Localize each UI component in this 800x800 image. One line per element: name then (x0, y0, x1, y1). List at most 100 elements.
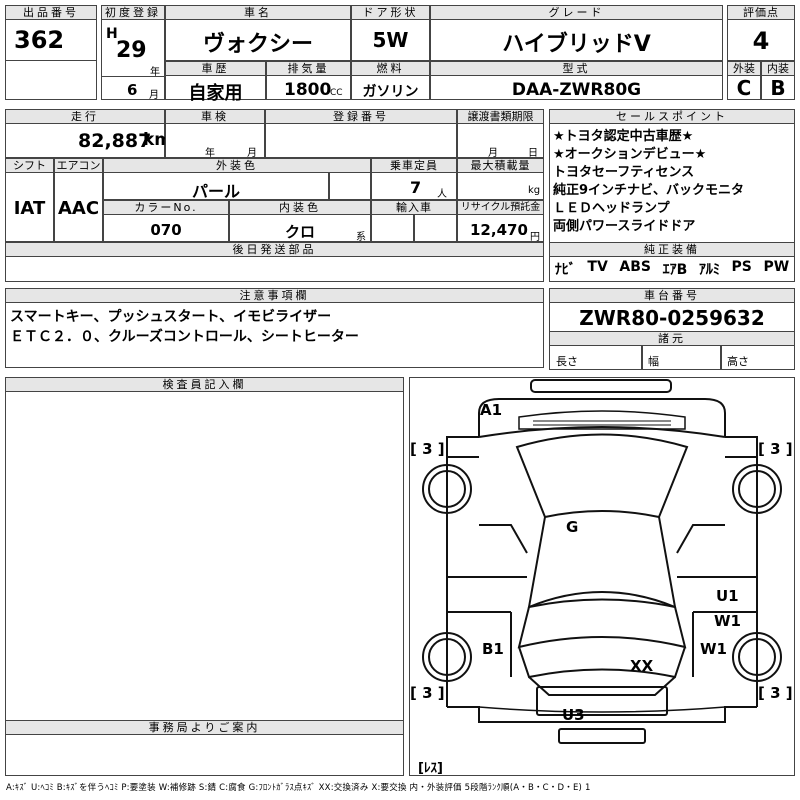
registration-number-label: 登録番号 (265, 109, 457, 124)
damage-mark-w1-right-door: W1 (714, 612, 741, 630)
grade: ハイブリッドV (502, 32, 651, 57)
import-cell-b (414, 215, 457, 242)
sales-point-line: トヨタセーフティセンス (553, 165, 695, 180)
exterior-grade: C (736, 76, 752, 100)
displacement: 1800 (284, 80, 332, 100)
mileage: 82,887 (78, 130, 152, 152)
registration-year: 29 (116, 38, 147, 63)
damage-mark-w1-right-rear: W1 (700, 640, 727, 658)
sales-point-label: セールスポイント (549, 109, 795, 124)
inspection-cell (165, 124, 265, 158)
sales-point-line: ★オークションデビュー★ (553, 147, 707, 162)
width-cell (642, 346, 721, 370)
sales-point-line: ★トヨタ認定中古車歴★ (553, 129, 694, 144)
mileage-unit: km (143, 130, 173, 150)
recycle-fee: 12,470 (470, 221, 528, 239)
grade-label: グレード (430, 5, 723, 20)
capacity-label: 乗車定員 (371, 158, 457, 173)
divider (101, 76, 165, 77)
notes-line: ＥＴＣ２．０、クルーズコントロール、シートヒーター (10, 329, 359, 345)
inspection-month-unit: 月 (247, 148, 257, 159)
equip-abs: ABS (619, 259, 651, 275)
lot-number-box (5, 5, 97, 100)
damage-mark-u3: U3 (562, 706, 585, 724)
interior-grade: B (770, 76, 786, 100)
standard-equipment-list: ﾅﾋﾞ TV ABS ｴｱB ｱﾙﾐ PS PW (549, 259, 795, 279)
era: H (106, 26, 118, 42)
history: 自家用 (188, 83, 243, 104)
interior-color-unit: 系 (356, 232, 366, 243)
door-label: ドア形状 (351, 5, 430, 20)
sales-point-list: ★トヨタ認定中古車歴★ ★オークションデビュー★ トヨタセーフティセンス 純正9… (553, 128, 744, 236)
capacity-unit: 人 (437, 189, 447, 200)
ac-cell (54, 173, 103, 242)
shift-cell (5, 173, 54, 242)
score-label: 評価点 (727, 5, 795, 20)
office-notice-label: 事務局よりご案内 (5, 720, 404, 735)
equip-pw: PW (763, 259, 790, 275)
capacity-cell (371, 173, 457, 200)
shift-label: シフト (5, 158, 54, 173)
car-name-label: 車名 (165, 5, 351, 20)
height-cell (721, 346, 795, 370)
damage-mark-b1: B1 (482, 640, 504, 658)
tire-depth-rear-left: [ 3 ] (410, 684, 445, 702)
sales-point-line: 両側パワースライドドア (553, 219, 696, 234)
transfer-deadline-cell (457, 124, 544, 158)
interior-color-label: 内装色 (229, 200, 371, 215)
exterior-color-label: 外装色 (103, 158, 371, 173)
fuel-label: 燃料 (351, 61, 430, 76)
registration-number-cell (265, 124, 457, 158)
damage-mark-xx: XX (630, 657, 654, 675)
damage-legend: A:ｷｽﾞ U:ﾍｺﾐ B:ｷｽﾞを伴うﾍｺﾐ P:要塗装 W:補修跡 S:錆 … (6, 783, 591, 793)
first-registration-label: 初度登録 (101, 5, 165, 20)
later-parts-label: 後日発送部品 (5, 242, 544, 257)
damage-mark-a1: A1 (480, 401, 503, 419)
mileage-label: 走行 (5, 109, 165, 124)
damage-mark-g: G (566, 518, 579, 536)
first-registration-box (101, 5, 165, 100)
fuel: ガソリン (362, 84, 419, 100)
tire-depth-front-right: [ 3 ] (758, 440, 793, 458)
exterior-color-cell (103, 173, 329, 200)
import-label: 輸入車 (371, 200, 457, 215)
transfer-deadline-label: 譲渡書類期限 (457, 109, 544, 124)
divider (5, 60, 97, 61)
recycle-unit: 円 (530, 232, 540, 243)
interior-color: クロ (284, 223, 315, 241)
length-label: 長さ (556, 355, 578, 368)
length-cell (549, 346, 642, 370)
month-unit: 月 (149, 90, 159, 101)
transfer-day-unit: 日 (528, 148, 538, 159)
color-number: 070 (150, 221, 182, 239)
displacement-unit: CC (330, 88, 343, 98)
inspection-label: 車検 (165, 109, 265, 124)
notes-text: スマートキー、プッシュスタート、イモビライザー ＥＴＣ２．０、クルーズコントロー… (10, 307, 359, 347)
displacement-label: 排気量 (266, 61, 351, 76)
specs-label: 諸元 (549, 331, 795, 346)
color-number-cell (103, 215, 229, 242)
transfer-month-unit: 月 (488, 148, 498, 159)
equip-tv: TV (587, 259, 608, 275)
chassis-label: 車台番号 (549, 288, 795, 303)
max-load-label: 最大積載量 (457, 158, 544, 173)
mileage-cell (5, 124, 165, 158)
max-load-unit: kg (528, 185, 541, 196)
inspector-notes-label: 検査員記入欄 (5, 377, 404, 392)
lot-number-label: 出品番号 (5, 5, 97, 20)
color-number-label: カラーNo. (103, 200, 229, 215)
model-code: DAA-ZWR80G (511, 80, 642, 100)
air-conditioner: AAC (57, 198, 100, 219)
shift: IAT (13, 198, 46, 219)
tire-depth-rear-right: [ 3 ] (758, 684, 793, 702)
score: 4 (752, 27, 770, 55)
sales-point-line: 純正9インチナビ、バックモニタ (553, 183, 745, 198)
year-unit: 年 (150, 67, 160, 78)
car-body-diagram (422, 379, 782, 744)
chassis-number: ZWR80-0259632 (579, 306, 765, 330)
exterior-label: 外装 (727, 61, 761, 76)
inspection-year-unit: 年 (205, 148, 215, 159)
equip-airbag: ｴｱB (662, 262, 688, 278)
inspector-notes-box (5, 377, 404, 776)
lot-number: 362 (14, 26, 65, 54)
